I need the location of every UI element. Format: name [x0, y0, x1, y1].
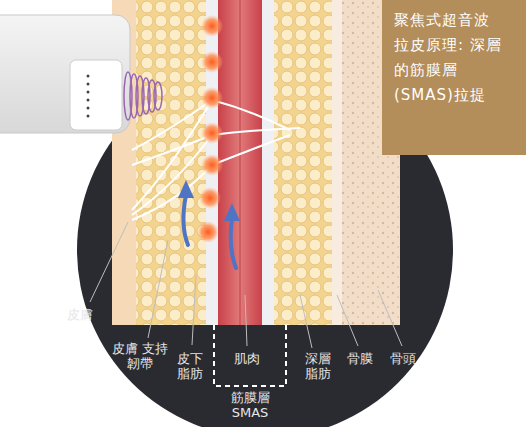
part-label: 皮膚: [65, 307, 95, 322]
title-box: 聚焦式超音波 拉皮原理: 深層的筋膜層 (SMAS)拉提: [382, 0, 526, 155]
part-label: 骨頭: [388, 351, 418, 366]
part-label: 深層 脂肪: [303, 351, 333, 381]
part-label: 皮下 脂肪: [175, 351, 205, 381]
part-label: 肌肉: [232, 351, 262, 366]
part-label: 皮膚 支持韌帶: [111, 341, 169, 371]
title: 聚焦式超音波 拉皮原理: 深層的筋膜層 (SMAS)拉提: [394, 8, 504, 108]
part-label: 骨膜: [345, 351, 375, 366]
part-label: 筋膜層 SMAS: [226, 390, 274, 420]
